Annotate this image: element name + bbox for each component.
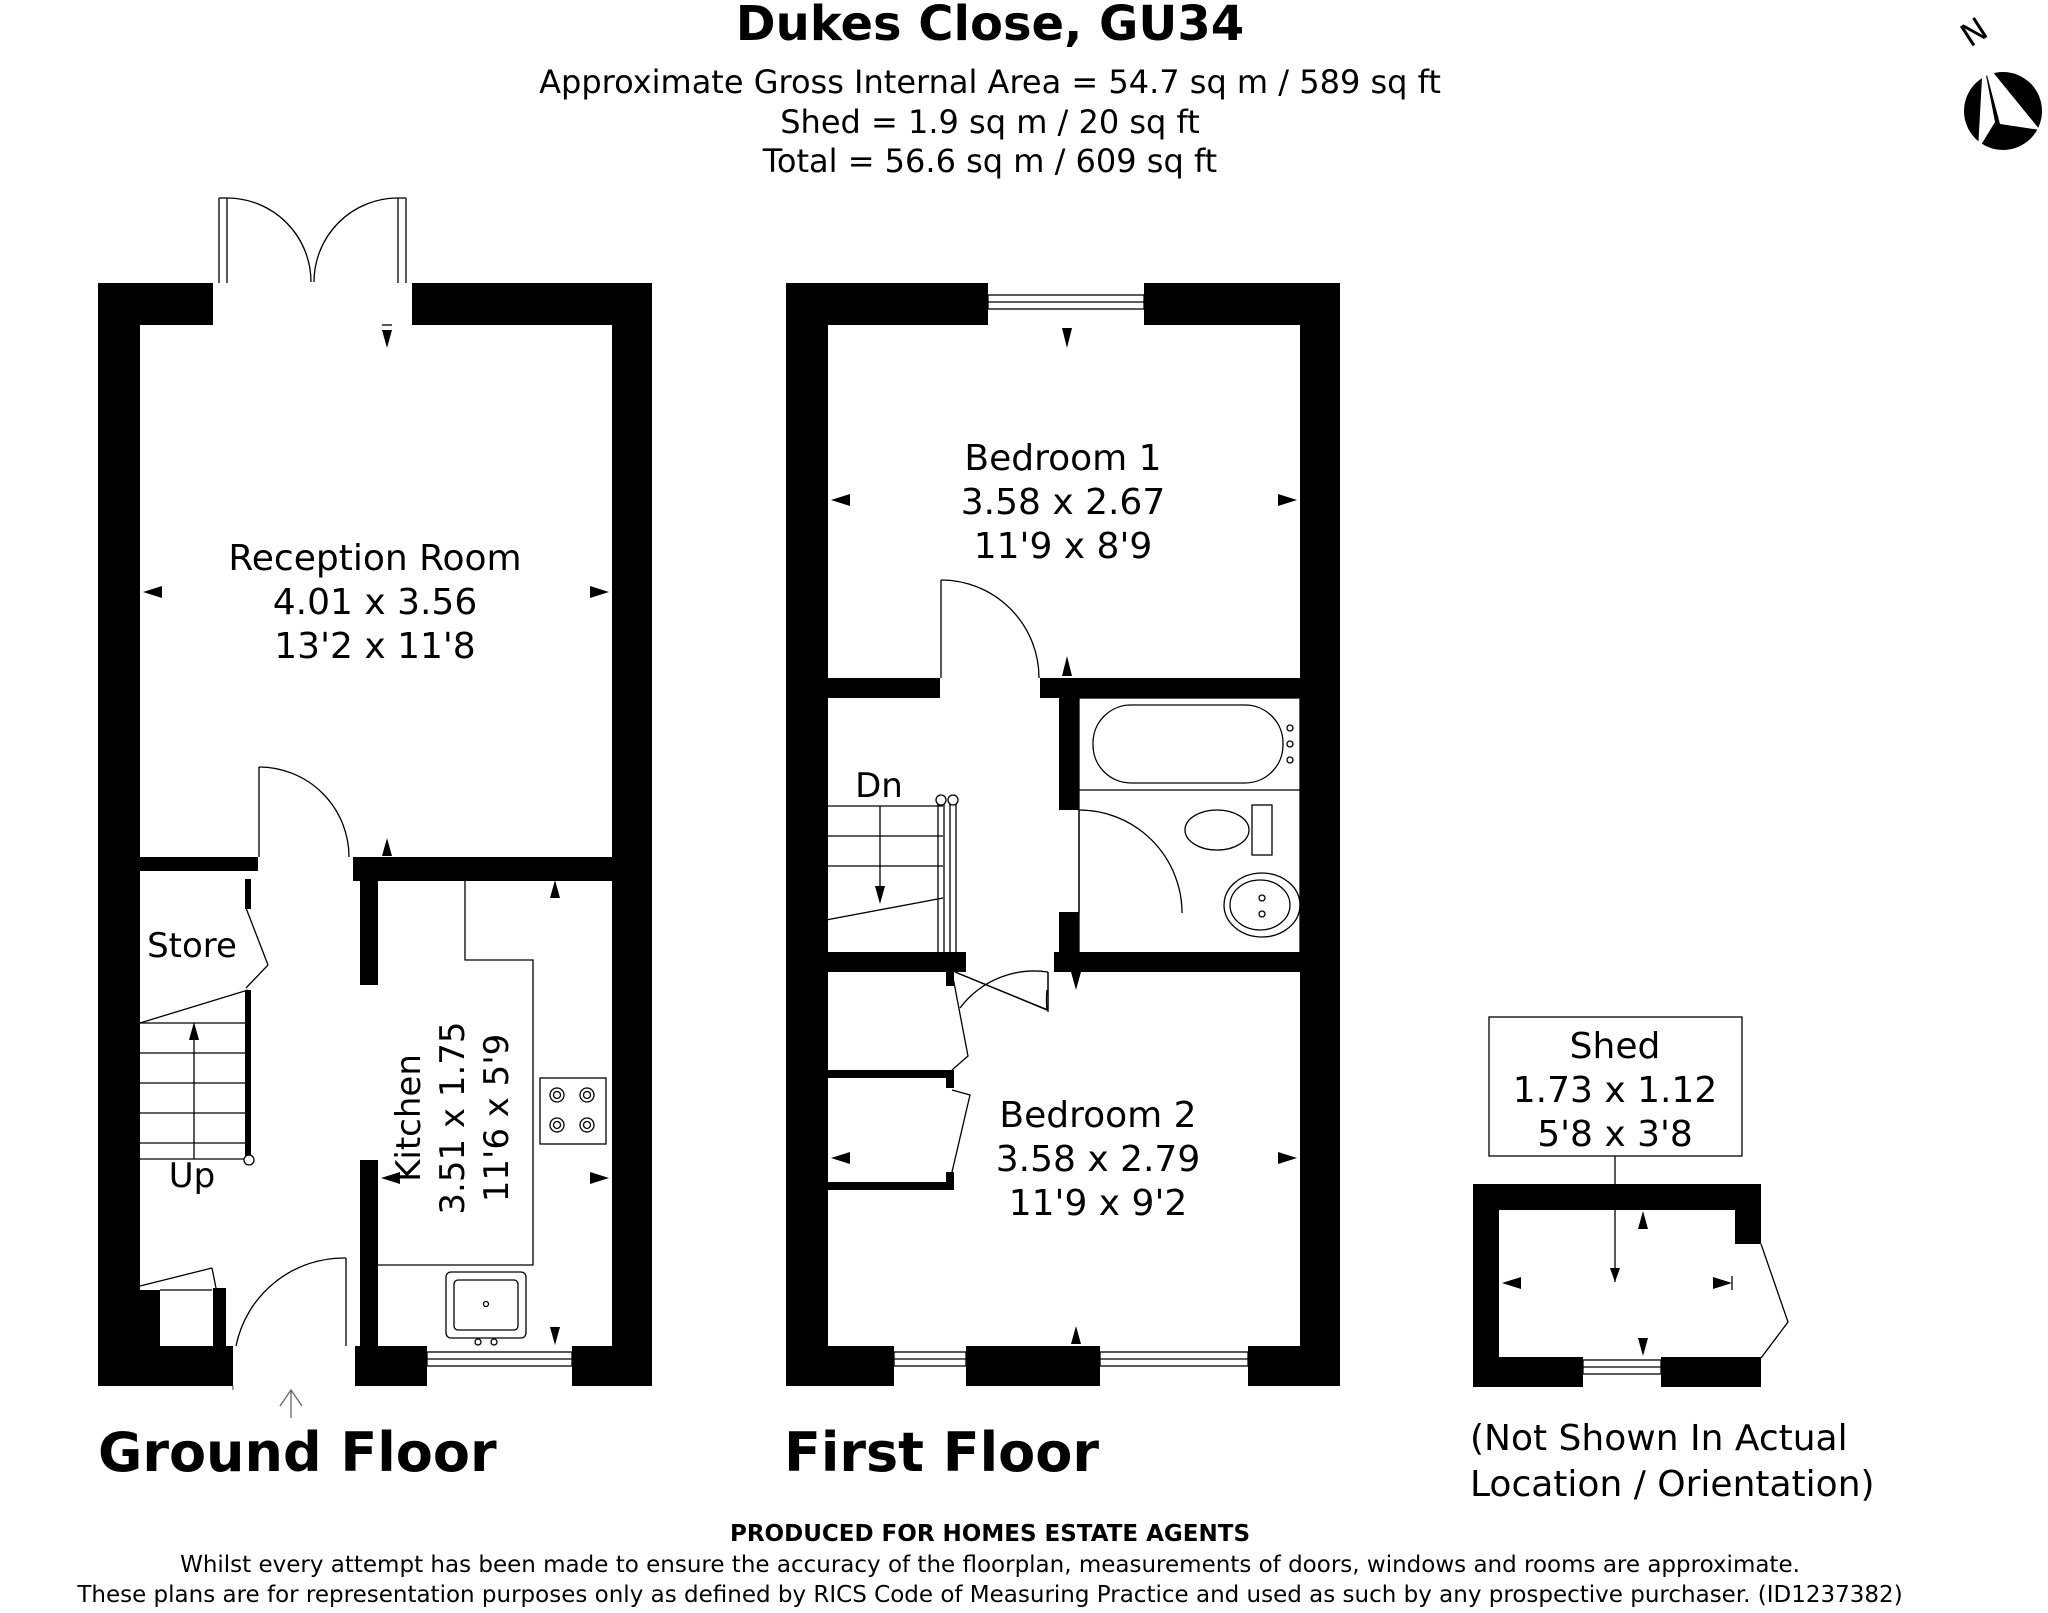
bedroom2-imperial: 11'9 x 9'2 <box>1009 1183 1188 1224</box>
ground-stairs-label: Up <box>169 1156 215 1196</box>
ground-floor-label: Ground Floor <box>98 1421 497 1484</box>
compass-north-label: N <box>1954 10 1995 55</box>
kitchen-metric: 3.51 x 1.75 <box>433 1021 473 1214</box>
shed-name: Shed <box>1570 1026 1661 1067</box>
ground-floor-plan: Reception Room 4.01 x 3.56 13'2 x 11'8 S… <box>98 197 652 1484</box>
shed-metric: 1.73 x 1.12 <box>1513 1070 1718 1111</box>
bedroom1-name: Bedroom 1 <box>964 438 1161 479</box>
gross-internal-area: Approximate Gross Internal Area = 54.7 s… <box>539 63 1441 101</box>
reception-room-metric: 4.01 x 3.56 <box>273 582 478 623</box>
store-label: Store <box>147 926 237 966</box>
kitchen-imperial: 11'6 x 5'9 <box>477 1034 517 1203</box>
shed-note-line1: (Not Shown In Actual <box>1470 1418 1848 1459</box>
produced-for-label: PRODUCED FOR HOMES ESTATE AGENTS <box>730 1521 1250 1547</box>
reception-room-imperial: 13'2 x 11'8 <box>274 626 475 667</box>
bedroom1-imperial: 11'9 x 8'9 <box>974 526 1153 567</box>
reception-room-name: Reception Room <box>228 538 521 579</box>
total-area: Total = 56.6 sq m / 609 sq ft <box>762 142 1217 180</box>
shed-area: Shed = 1.9 sq m / 20 sq ft <box>780 103 1200 141</box>
bedroom1-metric: 3.58 x 2.67 <box>961 482 1166 523</box>
compass-icon: N <box>1954 10 2042 150</box>
shed-note-line2: Location / Orientation) <box>1470 1464 1875 1505</box>
plan-title: Dukes Close, GU34 <box>736 0 1244 52</box>
kitchen-name: Kitchen <box>389 1054 429 1182</box>
bedroom2-name: Bedroom 2 <box>999 1095 1196 1136</box>
first-floor-plan: Bedroom 1 3.58 x 2.67 11'9 x 8'9 Dn Bedr… <box>784 283 1340 1484</box>
disclaimer-line1: Whilst every attempt has been made to en… <box>180 1552 1800 1578</box>
shed-imperial: 5'8 x 3'8 <box>1537 1114 1693 1155</box>
first-floor-label: First Floor <box>784 1421 1099 1484</box>
bedroom2-metric: 3.58 x 2.79 <box>996 1139 1201 1180</box>
first-stairs-label: Dn <box>855 766 903 806</box>
disclaimer-line2: These plans are for representation purpo… <box>76 1582 1902 1608</box>
shed-plan: Shed 1.73 x 1.12 5'8 x 3'8 (Not Shown In… <box>1470 1016 1875 1505</box>
